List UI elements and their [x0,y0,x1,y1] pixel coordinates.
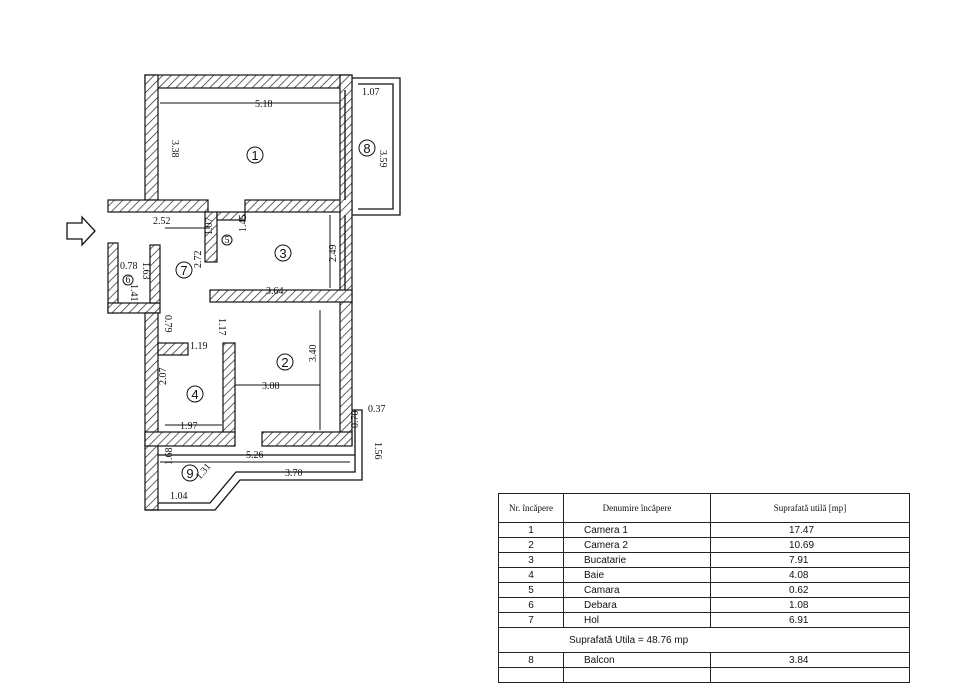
dim-label: 2.72 [193,251,204,269]
dim-label: 0.37 [368,404,386,415]
dim-label: 1.45 [238,215,249,233]
room-4-label: 4 [191,387,198,402]
dim-label: 1.19 [190,341,208,352]
room-2-label: 2 [281,355,288,370]
cell-area: 6.91 [710,612,910,628]
room-7-label: 7 [180,263,187,278]
cell-area: 0.62 [710,582,910,598]
room-8-label: 8 [363,141,370,156]
cell-nr: 8 [498,652,564,668]
dimension-lines [160,102,350,463]
dim-label: 2.07 [158,368,169,386]
dim-label: 3.40 [308,345,319,363]
dim-label: 3.70 [285,468,303,479]
cell-name: Camera 1 [563,522,711,538]
dim-label: 0.70 [350,411,361,429]
dim-label: 1.31 [194,461,214,481]
area-table: Nr. încăpere Denumire încăpere Suprafată… [498,493,910,683]
cell-nr: 5 [498,582,564,598]
cell-area: 17.47 [710,522,910,538]
dim-label: 3.38 [169,140,180,158]
dim-label: 1.56 [372,442,383,460]
cell-area: 4.08 [710,567,910,583]
dim-label: 3.59 [377,150,388,168]
dim-label: 0.79 [162,315,173,333]
cell-name: Camara [563,582,711,598]
cell-area: 3.84 [710,652,910,668]
dim-label: 1.63 [140,262,151,280]
outlines [145,77,401,511]
summary-row: Suprafată Utila = 48.76 mp [498,627,910,653]
cell-nr: 2 [498,537,564,553]
dim-label: 1.04 [170,491,188,502]
cell-area: 1.08 [710,597,910,613]
header-nr: Nr. încăpere [498,493,564,523]
dim-label: 3.08 [262,381,280,392]
cell-nr: 4 [498,567,564,583]
dim-label: 1.07 [204,218,215,236]
summary-text: Suprafată Utila = 48.76 mp [498,627,910,653]
dim-label: 1.17 [216,318,227,336]
cell-name: Camera 2 [563,537,711,553]
dim-label: 0.78 [120,261,138,272]
cell-nr: 6 [498,597,564,613]
dim-label: 5.26 [246,450,264,461]
room-9-label: 9 [186,466,193,481]
dim-label: 1.68 [164,448,175,466]
dim-label: 2.49 [328,245,339,263]
cell-nr: 7 [498,612,564,628]
dimension-labels: 5.18 1.07 3.38 3.59 2.52 1.07 1.45 2.72 … [120,87,388,502]
header-area: Suprafată utilă [mp] [710,493,910,523]
room-1-label: 1 [251,148,258,163]
cell-area: 7.91 [710,552,910,568]
dim-label: 1.07 [362,87,380,98]
table-row [498,667,910,683]
dim-label: 1.97 [180,421,198,432]
cell-area: 10.69 [710,537,910,553]
cell-nr: 1 [498,522,564,538]
entrance-arrow-icon [66,215,96,247]
cell-name: Balcon [563,652,711,668]
cell-nr: 3 [498,552,564,568]
cell-name: Bucatarie [563,552,711,568]
header-name: Denumire încăpere [563,493,711,523]
dim-label: 5.18 [255,99,273,110]
dim-label: 3.64 [266,286,284,297]
cell-name: Baie [563,567,711,583]
room-numbers: 1 2 3 4 5 6 7 8 9 [122,139,376,482]
room-5-label: 5 [225,235,230,246]
dim-label: 1.41 [128,284,139,302]
cell-name: Debara [563,597,711,613]
cell-name: Hol [563,612,711,628]
room-6-label: 6 [126,275,131,286]
room-3-label: 3 [279,246,286,261]
dim-label: 2.52 [153,216,171,227]
walls [107,74,353,511]
